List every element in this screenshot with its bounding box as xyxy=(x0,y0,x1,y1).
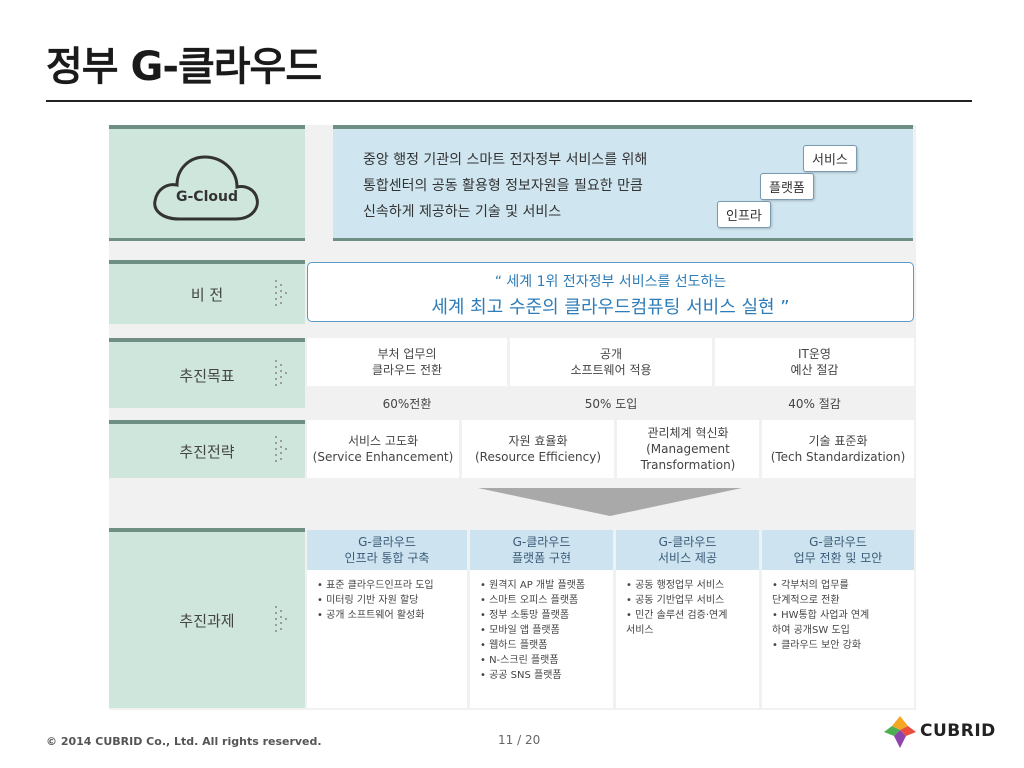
dot-arrow-icon xyxy=(275,360,287,386)
task-2-item: • 모바일 앱 플랫폼 xyxy=(480,625,560,636)
row-label-vision: 비 전 xyxy=(109,260,305,324)
strategy-cell-4: 기술 표준화 (Tech Standardization) xyxy=(762,420,914,478)
strategy-cell-2: 자원 효율화 (Resource Efficiency) xyxy=(462,420,614,478)
task-2-item: • 원격지 AP 개발 플랫폼 xyxy=(480,580,586,591)
strategy-4-line-2: (Tech Standardization) xyxy=(770,450,906,464)
task-1-item: • 공개 소프트웨어 활성화 xyxy=(317,610,425,621)
task-1-head-line-2: 인프라 통합 구축 xyxy=(344,551,430,565)
task-2-item: • 웹하드 플랫폼 xyxy=(480,640,548,651)
stack-tag-infra: 인프라 xyxy=(717,201,771,228)
goal-2-line-2: 소프트웨어 적용 xyxy=(570,363,652,377)
task-2-item: • N-스크린 플랫폼 xyxy=(480,655,559,666)
gcloud-box: G-Cloud xyxy=(109,125,305,241)
title-divider xyxy=(46,100,972,102)
task-3-head-line-1: G-클라우드 xyxy=(658,534,717,549)
cubrid-logo-text: CUBRID xyxy=(920,721,996,741)
task-2-head-line-2: 플랫폼 구현 xyxy=(511,551,571,565)
strategy-2-line-2: (Resource Efficiency) xyxy=(474,450,601,464)
row-label-tasks: 추진과제 xyxy=(109,528,305,708)
task-head-3: G-클라우드 서비스 제공 xyxy=(616,530,759,570)
page-title: 정부 G-클라우드 xyxy=(46,44,322,90)
row-label-strategy: 추진전략 xyxy=(109,420,305,478)
task-2-item: • 공공 SNS 플랫폼 xyxy=(480,670,562,681)
row-label-goals: 추진목표 xyxy=(109,338,305,408)
strategy-3-line-1: 관리체계 혁신화 xyxy=(647,425,729,440)
task-3-head-line-2: 서비스 제공 xyxy=(657,551,717,565)
task-4-item: 하여 공개SW 도입 xyxy=(772,625,850,636)
stack-tag-platform: 플랫폼 xyxy=(760,173,814,200)
task-body-1: • 표준 클라우드인프라 도입 • 미터링 기반 자원 할당 • 공개 소프트웨… xyxy=(307,570,467,708)
goal-3-line-1: IT운영 xyxy=(798,346,831,361)
task-1-item: • 표준 클라우드인프라 도입 xyxy=(317,580,434,591)
strategy-cell-1: 서비스 고도화 (Service Enhancement) xyxy=(307,420,459,478)
strategy-4-line-1: 기술 표준화 xyxy=(808,433,868,448)
footer-copyright: © 2014 CUBRID Co., Ltd. All rights reser… xyxy=(46,735,322,748)
cloud-icon xyxy=(153,155,259,221)
task-3-item: • 공동 행정업무 서비스 xyxy=(626,580,725,591)
stack-tag-service: 서비스 xyxy=(803,145,857,172)
strategy-2-line-1: 자원 효율화 xyxy=(508,433,568,448)
task-4-item: • HW통합 사업과 연계 xyxy=(772,610,870,621)
task-body-2: • 원격지 AP 개발 플랫폼 • 스마트 오피스 플랫폼 • 정부 소통망 플… xyxy=(470,570,613,708)
goal-cell-3: IT운영 예산 절감 xyxy=(715,338,914,386)
task-4-head-line-2: 업무 전환 및 모안 xyxy=(793,551,883,565)
task-2-item: • 정부 소통망 플랫폼 xyxy=(480,610,570,621)
goal-3-line-2: 예산 절감 xyxy=(790,363,839,377)
task-2-head-line-1: G-클라우드 xyxy=(512,534,571,549)
description-line-3: 신속하게 제공하는 기술 및 서비스 xyxy=(363,204,562,220)
goal-3-value: 40% 절감 xyxy=(788,397,841,411)
goal-2-line-1: 공개 xyxy=(599,346,623,361)
page-number: 11 / 20 xyxy=(498,733,541,747)
task-4-item: • 각부처의 업무를 xyxy=(772,580,849,591)
vision-box: “ 세계 1위 전자정부 서비스를 선도하는 세계 최고 수준의 클라우드컴퓨팅… xyxy=(307,262,914,322)
strategy-1-line-1: 서비스 고도화 xyxy=(347,433,419,448)
task-body-3: • 공동 행정업무 서비스 • 공동 기반업무 서비스 • 민간 솔루션 검증·… xyxy=(616,570,759,708)
task-3-item: • 민간 솔루션 검증·연계 xyxy=(626,610,728,621)
cubrid-logo-icon xyxy=(884,716,916,748)
task-1-item: • 미터링 기반 자원 할당 xyxy=(317,595,419,606)
strategy-3-line-3: Transformation) xyxy=(640,458,736,473)
gcloud-label: G-Cloud xyxy=(176,189,238,205)
goal-1-line-2: 클라우드 전환 xyxy=(371,363,443,377)
strategy-cell-3: 관리체계 혁신화 (Management Transformation) xyxy=(617,420,759,478)
task-4-item: 단계적으로 전환 xyxy=(772,595,840,606)
cubrid-logo: CUBRID xyxy=(880,712,995,752)
dot-arrow-icon xyxy=(275,606,287,632)
task-1-head-line-1: G-클라우드 xyxy=(358,534,416,549)
strategy-3-line-2: (Management xyxy=(646,441,730,456)
goal-cell-2: 공개 소프트웨어 적용 xyxy=(510,338,712,386)
description-line-1: 중앙 행정 기관의 스마트 전자정부 서비스를 위해 xyxy=(363,152,648,168)
task-head-4: G-클라우드 업무 전환 및 모안 xyxy=(762,530,914,570)
task-2-item: • 스마트 오피스 플랫폼 xyxy=(480,595,579,606)
goal-1-value: 60%전환 xyxy=(382,397,432,411)
task-body-4: • 각부처의 업무를 단계적으로 전환 • HW통합 사업과 연계 하여 공개S… xyxy=(762,570,914,708)
task-3-item: • 공동 기반업무 서비스 xyxy=(626,595,725,606)
dot-arrow-icon xyxy=(275,436,287,462)
goal-2-value: 50% 도입 xyxy=(584,397,638,411)
dot-arrow-icon xyxy=(275,280,287,306)
description-line-2: 통합센터의 공동 활용형 정보자원을 필요한 만큼 xyxy=(363,178,643,194)
task-head-1: G-클라우드 인프라 통합 구축 xyxy=(307,530,467,570)
task-4-head-line-1: G-클라우드 xyxy=(809,534,867,549)
task-head-2: G-클라우드 플랫폼 구현 xyxy=(470,530,613,570)
goal-cell-1: 부처 업무의 클라우드 전환 xyxy=(307,338,507,386)
vision-line-2: 세계 최고 수준의 클라우드컴퓨팅 서비스 실현 ” xyxy=(431,297,790,318)
goal-1-line-1: 부처 업무의 xyxy=(377,346,437,361)
vision-line-1: “ 세계 1위 전자정부 서비스를 선도하는 xyxy=(494,274,727,290)
task-3-item: 서비스 xyxy=(626,625,654,636)
task-4-item: • 클라우드 보안 강화 xyxy=(772,640,862,651)
gcloud-description-box: 중앙 행정 기관의 스마트 전자정부 서비스를 위해 통합센터의 공동 활용형 … xyxy=(333,125,913,241)
strategy-1-line-2: (Service Enhancement) xyxy=(312,450,454,464)
